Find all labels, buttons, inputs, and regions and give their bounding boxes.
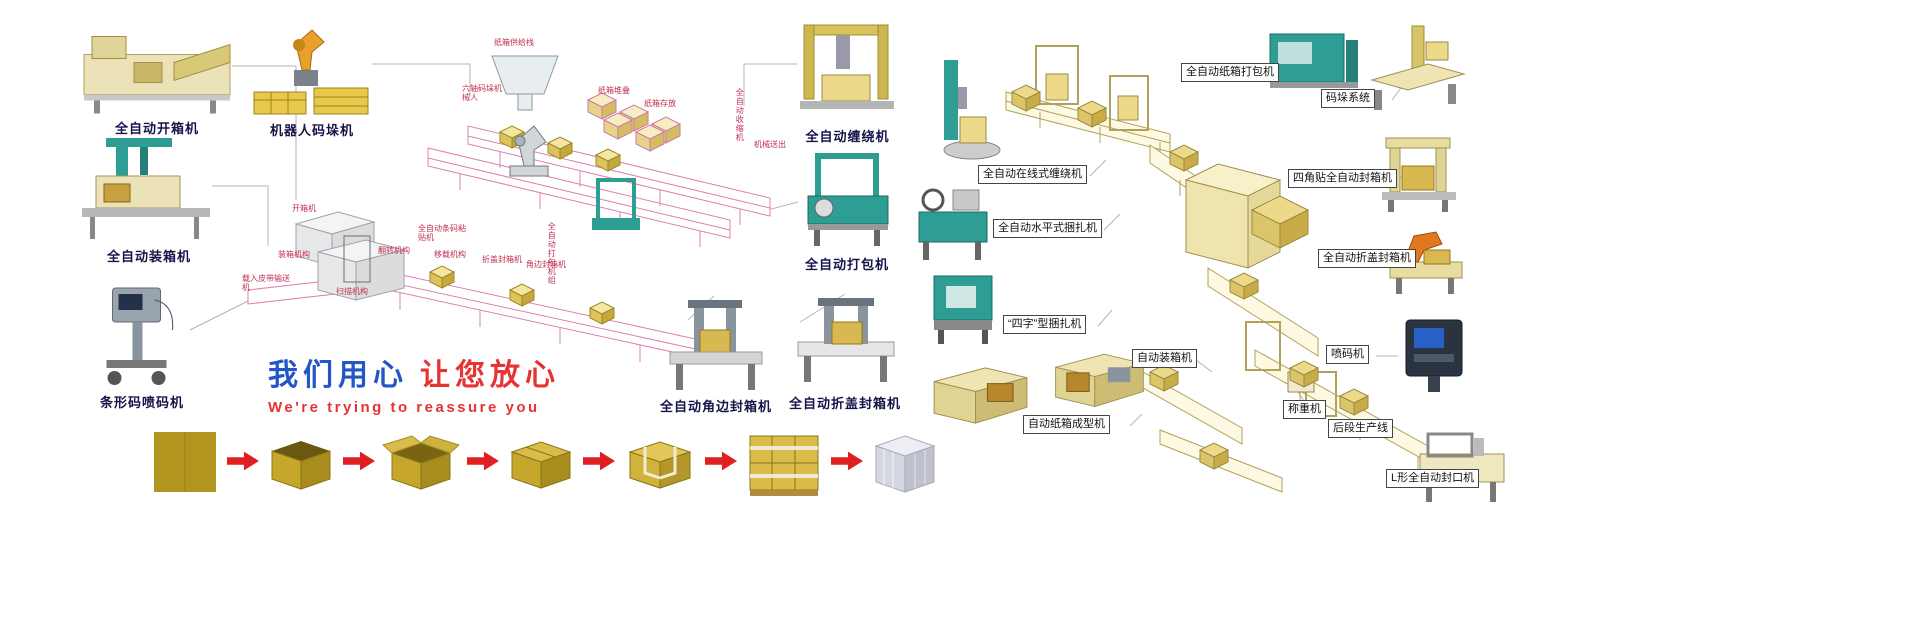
- process-arrow-icon: [705, 449, 737, 473]
- machine-label-flap-sealer: 全自动折盖封箱机: [788, 396, 901, 411]
- machine-label-strapper: 全自动打包机: [804, 257, 889, 272]
- diagram-label-shrink-machine: 全自动收缩机: [735, 88, 745, 142]
- diagram-label-scanner-unit: 扫描机构: [336, 287, 368, 296]
- diagram-label-packer-unit: 装箱机构: [278, 250, 310, 259]
- slogan-english: We're trying to reassure you: [268, 399, 540, 416]
- diagram-label-turnover-unit: 翻转机构: [378, 246, 410, 255]
- callout-inkjet-printer: 喷码机: [1326, 345, 1369, 364]
- callout-corner-tape-sealer: 四角贴全自动封箱机: [1288, 169, 1397, 188]
- process-arrow-icon: [583, 449, 615, 473]
- callout-auto-case-packer: 自动装箱机: [1132, 349, 1197, 368]
- corner-sealer-image: [666, 298, 766, 394]
- carton-opener-image: [82, 20, 232, 116]
- callout-backend-line: 后段生产线: [1328, 419, 1393, 438]
- process-arrow-icon: [831, 449, 863, 473]
- carton-erected-open-icon: [264, 425, 338, 497]
- callout-carton-baler: 全自动纸箱打包机: [1181, 63, 1279, 82]
- machine-label-case-packer: 全自动装箱机: [106, 249, 191, 264]
- diagram-label-opener: 开箱机: [292, 204, 316, 213]
- diagram-label-corner-sealer: 角边封箱机: [526, 260, 566, 269]
- callout-online-wrapper: 全自动在线式缠绕机: [978, 165, 1087, 184]
- palletizing-system-image: [1368, 22, 1468, 117]
- machine-label-wrapper: 全自动缠绕机: [805, 129, 890, 144]
- machine-label-robot-palletizer: 机器人码垛机: [269, 123, 354, 138]
- carton-blank-icon: [148, 424, 222, 498]
- callout-four-type-strapper: “四字”型捆扎机: [1003, 315, 1087, 334]
- diagram-label-carton-stack: 纸箱堆叠: [598, 86, 630, 95]
- carton-strapped-icon: [620, 426, 700, 496]
- callout-carton-former: 自动纸箱成型机: [1023, 415, 1110, 434]
- callout-flap-fold-sealer: 全自动折盖封箱机: [1318, 249, 1416, 268]
- slogan-cn-red: 让您放心: [420, 359, 560, 392]
- slogan: 我们用心让您放心 We're trying to reassure you: [268, 350, 560, 416]
- carton-closed-icon: [504, 426, 578, 496]
- pallet-stack-icon: [742, 424, 826, 498]
- corner-tape-sealer-image: [1376, 132, 1464, 214]
- diagram-label-carton-feed: 纸箱供给栈: [494, 38, 534, 47]
- callout-horizontal-strapper: 全自动水平式捆扎机: [993, 219, 1102, 238]
- case-packer-image: [82, 136, 212, 242]
- wrapping-machine-image: [798, 18, 898, 124]
- horizontal-strapper-image: [912, 182, 994, 264]
- diagram-label-barcode-applicator: 全自动条码粘贴机: [418, 224, 466, 243]
- l-sealer-image: [1416, 424, 1508, 508]
- machine-label-corner-sealer: 全自动角边封箱机: [659, 399, 772, 414]
- carton-baler-image: [1266, 26, 1362, 94]
- diagram-label-six-axis-robot: 六轴码垛机械人: [462, 84, 502, 103]
- online-wrapper-image: [934, 55, 1004, 165]
- pallet-wrapped-icon: [868, 424, 942, 498]
- diagram-label-carton-storage: 纸箱存放: [644, 99, 676, 108]
- machine-label-opener: 全自动开箱机: [114, 121, 199, 136]
- process-arrow-icon: [343, 449, 375, 473]
- strapping-machine-image: [800, 152, 896, 250]
- flap-sealer-image: [794, 296, 898, 388]
- callout-l-sealer: L形全自动封口机: [1386, 469, 1480, 488]
- diagram-label-transfer-unit: 移载机构: [434, 250, 466, 259]
- robot-palletizer-image: [252, 18, 372, 118]
- barcode-printer-image: [92, 280, 188, 390]
- auto-case-packer-image: [1050, 340, 1148, 416]
- diagram-label-strapper-set: 全自动打包机组: [547, 222, 557, 285]
- slogan-cn-blue: 我们用心: [268, 359, 408, 392]
- diagram-label-discharge: 机械送出: [754, 140, 786, 149]
- packing-process-sequence: [148, 415, 942, 507]
- carton-former-image: [928, 356, 1032, 430]
- inkjet-printer-image: [1398, 314, 1470, 398]
- process-arrow-icon: [227, 449, 259, 473]
- diagram-label-infeed-belt: 载入皮带输送机: [242, 274, 290, 293]
- callout-weigher: 称重机: [1283, 400, 1326, 419]
- process-arrow-icon: [467, 449, 499, 473]
- diagram-label-flap-sealer: 折盖封箱机: [482, 255, 522, 264]
- callout-palletizing-system: 码垛系统: [1321, 89, 1375, 108]
- slogan-chinese: 我们用心让您放心: [268, 350, 560, 394]
- machine-label-barcode-printer: 条形码喷码机: [99, 395, 184, 410]
- carton-flaps-open-icon: [380, 425, 462, 497]
- four-type-strapper-image: [926, 266, 1004, 346]
